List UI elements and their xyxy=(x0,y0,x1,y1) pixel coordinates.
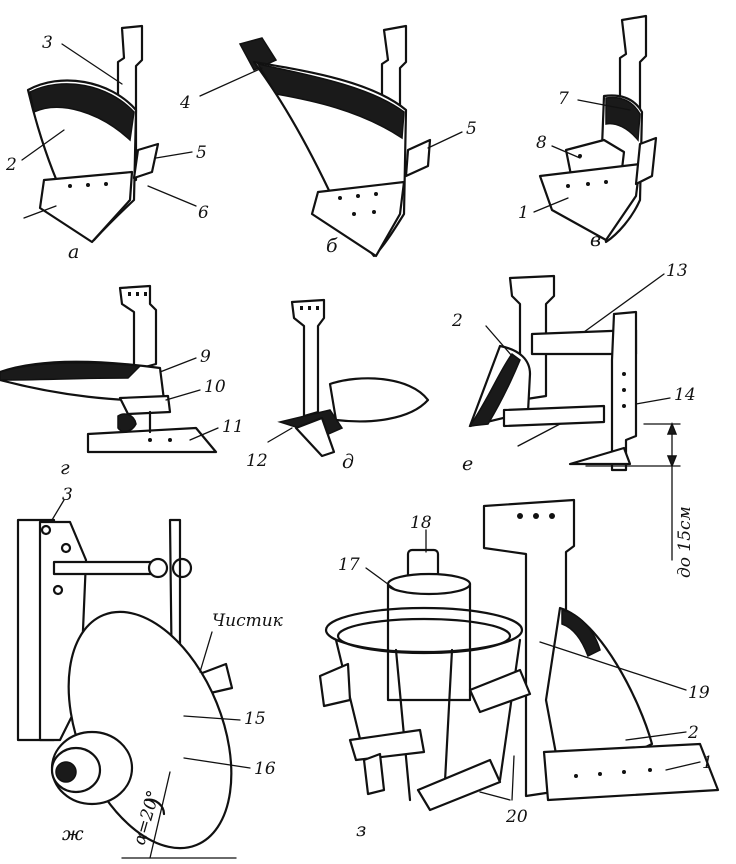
panel-letter-d: д xyxy=(342,451,354,473)
label-7: 7 xyxy=(558,89,569,109)
label-13: 13 xyxy=(666,261,688,281)
label-18: 18 xyxy=(410,513,432,533)
label-2: 2 xyxy=(451,311,463,331)
label-14: 14 xyxy=(674,385,696,405)
panel-e-plough-body: 2 13 14 е до 15см xyxy=(451,261,696,578)
panel-b-plough-body: 4 5 б xyxy=(179,24,477,258)
label-3: 3 xyxy=(42,33,53,53)
panel-letter-z: з xyxy=(356,819,366,841)
panel-letter-e: е xyxy=(462,453,473,475)
panel-letter-g: г xyxy=(60,457,70,479)
panel-letter-v: в xyxy=(590,229,601,251)
label-12: 12 xyxy=(246,451,268,471)
label-10: 10 xyxy=(204,377,226,397)
label-15: 15 xyxy=(244,709,266,729)
label-1: 1 xyxy=(702,753,713,773)
label-8: 8 xyxy=(536,133,547,153)
panel-letter-a: а xyxy=(68,241,79,263)
label-2: 2 xyxy=(5,155,17,175)
panel-g-plough-body: 9 10 11 г xyxy=(0,284,244,479)
label-4: 4 xyxy=(179,93,191,113)
label-5: 5 xyxy=(466,119,477,139)
depth-dimension: до 15см xyxy=(675,506,695,578)
label-6: 6 xyxy=(198,203,209,223)
cleaner-label: Чистик xyxy=(212,611,284,631)
label-1: 1 xyxy=(518,203,529,223)
label-5: 5 xyxy=(196,143,207,163)
label-20: 20 xyxy=(505,807,528,827)
panel-z-rotary-body: 18 17 19 2 1 20 з xyxy=(318,498,720,841)
label-9: 9 xyxy=(200,347,211,367)
label-2: 2 xyxy=(687,723,699,743)
label-16: 16 xyxy=(254,759,276,779)
panel-d-plough-body: 12 д xyxy=(246,298,430,473)
label-3: 3 xyxy=(62,485,73,505)
panel-v-plough-body: 7 8 1 в xyxy=(518,14,658,251)
label-11: 11 xyxy=(222,417,244,437)
panel-zh-disc-body: 3 Чистик 15 16 ж α=20° xyxy=(16,485,284,859)
panel-letter-zh: ж xyxy=(62,823,84,845)
label-19: 19 xyxy=(688,683,710,703)
panel-a-plough-body: 3 2 5 6 а xyxy=(5,24,209,263)
label-17: 17 xyxy=(338,555,360,575)
panel-letter-b: б xyxy=(326,235,338,257)
